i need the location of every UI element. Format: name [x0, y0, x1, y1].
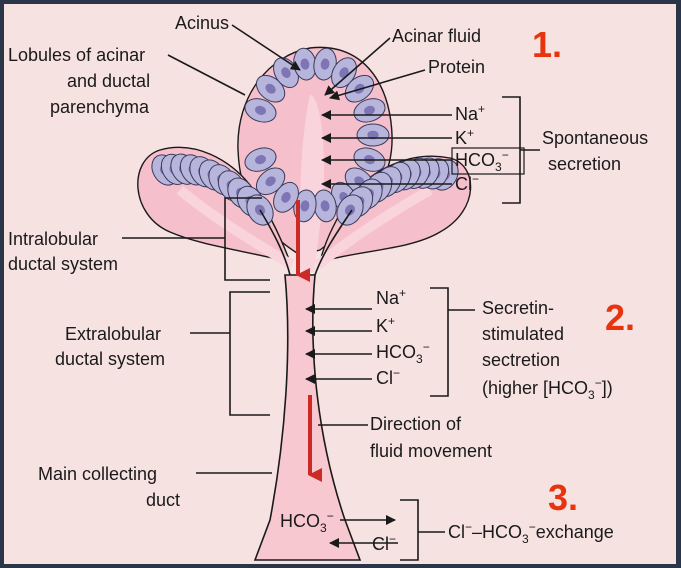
s1-hco3-box: [451, 147, 525, 175]
s1-bracket: [502, 96, 540, 204]
direction-label-line2: fluid movement: [370, 441, 492, 461]
central-nucleus-0: [255, 105, 266, 115]
acinar-lumen: [299, 95, 325, 272]
s2-desc-line2: stimulated: [482, 324, 564, 344]
intralobular-label-line2: ductal system: [8, 254, 118, 274]
s2-desc-line4: (higher [HCO3−]): [482, 376, 613, 402]
central-nucleus-13: [300, 200, 310, 212]
section-number-2: 2.: [605, 297, 635, 338]
s2-k-label: K+: [376, 314, 395, 336]
central-nucleus-14: [281, 192, 291, 203]
central-nucleus-7: [364, 105, 375, 115]
s1-k-label: K+: [455, 126, 474, 148]
central-nucleus-2: [281, 67, 291, 78]
s1-desc-line2: secretion: [548, 154, 621, 174]
s1-desc-line1: Spontaneous: [542, 128, 648, 148]
extralobular-label-line2: ductal system: [55, 349, 165, 369]
s2-bracket: [430, 287, 475, 397]
central-nucleus-4: [320, 58, 330, 70]
protein-pointer: [329, 69, 426, 101]
section2-ions: Na+ K+ HCO3− Cl− Secretin- stimulated se…: [305, 286, 613, 402]
acinus-label: Acinus: [175, 13, 229, 33]
s3-hco3-label: HCO3−: [280, 509, 334, 535]
lobules-label-line3: parenchyma: [50, 97, 150, 117]
acinus-pointer: [231, 24, 301, 71]
acinar-fluid-label: Acinar fluid: [392, 26, 481, 46]
section-number-3: 3.: [548, 477, 578, 518]
s1-na-label: Na+: [455, 102, 485, 124]
central-nucleus-12: [320, 200, 330, 212]
acinar-fluid-pointer: [324, 37, 391, 96]
s1-hco3-label: HCO3−: [455, 148, 509, 174]
s2-hco3-label: HCO3−: [376, 340, 430, 366]
right-nucleus-10: [344, 204, 356, 216]
central-nucleus-15: [265, 176, 276, 187]
central-nucleus-1: [265, 83, 276, 94]
intralobular-bracket: [224, 197, 270, 281]
extralobular-bracket: [229, 291, 270, 416]
acinar-cells: [151, 47, 459, 226]
right-branch-line: [314, 209, 353, 276]
main-collecting-duct: [253, 274, 362, 561]
direction-label-line1: Direction of: [370, 414, 462, 434]
s2-desc-line3: sectretion: [482, 350, 560, 370]
lobules-label-line2: and ductal: [67, 71, 150, 91]
section1-ions: Na+ K+ HCO3− Cl− Spontaneous secretion: [321, 96, 648, 204]
right-lumen: [314, 185, 433, 269]
central-nucleus-16: [255, 155, 266, 165]
left-branch-line: [259, 209, 291, 276]
s3-bracket: [400, 499, 445, 561]
s2-desc-line1: Secretin-: [482, 298, 554, 318]
s2-na-label: Na+: [376, 286, 406, 308]
protein-label: Protein: [428, 57, 485, 77]
s2-cl-label: Cl−: [376, 366, 400, 388]
section3-exchange: HCO3− Cl− Cl−–HCO3−exchange: [280, 499, 614, 561]
lobules-label-line1: Lobules of acinar: [8, 45, 145, 65]
s3-exchange-label: Cl−–HCO3−exchange: [448, 520, 614, 546]
central-nucleus-3: [300, 58, 310, 70]
lobules-pointer: [167, 54, 246, 96]
main-duct-label-line1: Main collecting: [38, 464, 157, 484]
s3-cl-label: Cl−: [372, 532, 396, 554]
section-number-1: 1.: [532, 24, 562, 65]
s1-cl-label: Cl−: [455, 172, 479, 194]
extralobular-label-line1: Extralobular: [65, 324, 161, 344]
left-lumen: [176, 186, 295, 270]
intralobular-label-line1: Intralobular: [8, 229, 98, 249]
main-duct-label-line2: duct: [146, 490, 180, 510]
